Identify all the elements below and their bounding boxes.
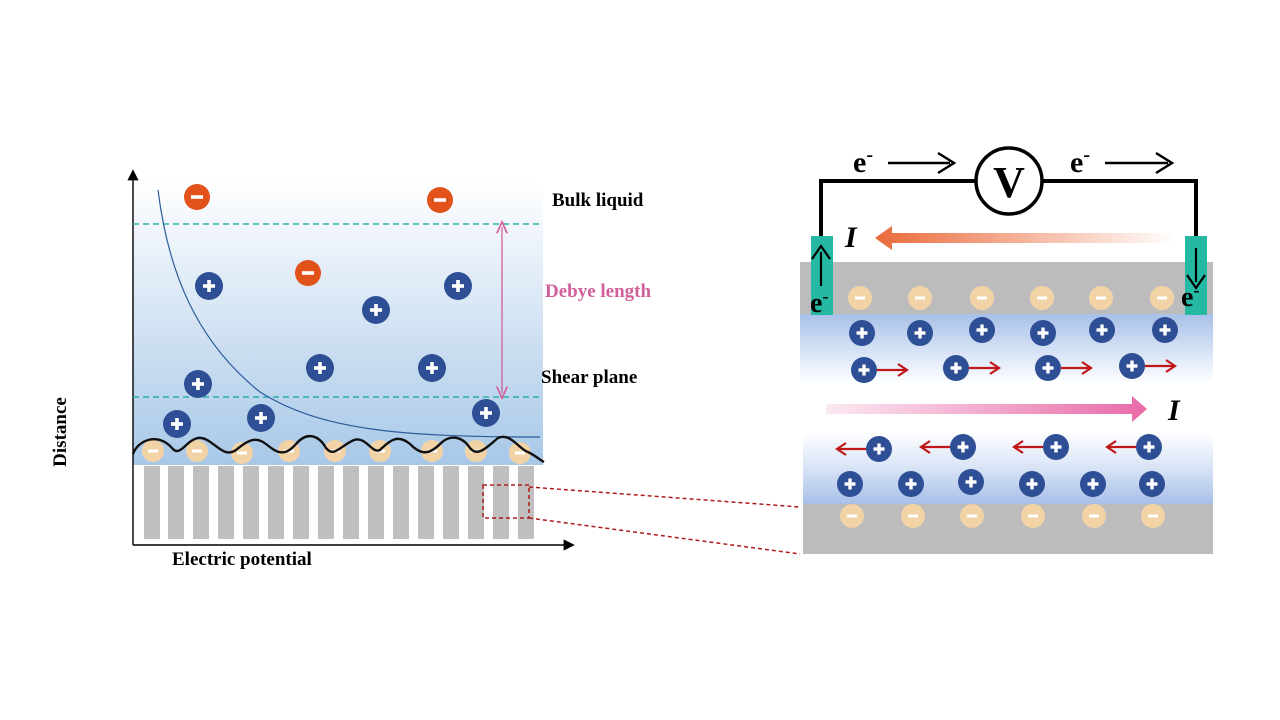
- electron-flow-arrowhead-top-right: [1155, 151, 1175, 175]
- anions: [184, 184, 453, 286]
- left-panel: Bulk liquid Debye length Shear plane Ele…: [50, 169, 801, 570]
- electron-label-right-electrode: e-: [1181, 280, 1199, 313]
- electron-label-top-left: e-: [853, 144, 873, 179]
- label-shear-plane: Shear plane: [541, 367, 637, 388]
- surface-charges: [142, 440, 531, 464]
- cations: [163, 272, 500, 438]
- electrode-arrowhead-left: [811, 244, 831, 260]
- bottom-channel-cations: [837, 469, 1165, 497]
- label-bulk-liquid: Bulk liquid: [552, 190, 644, 211]
- axis-label-electric-potential: Electric potential: [172, 549, 312, 570]
- electron-label-top-right: e-: [1070, 144, 1090, 179]
- pillar-array: [144, 466, 534, 539]
- potential-decay-curve: [157, 189, 541, 438]
- zoom-guide-bottom: [528, 517, 801, 555]
- top-wall-surface-charges: [848, 286, 1174, 310]
- stern-layer-wave: [131, 435, 545, 464]
- zoom-guide-top: [528, 486, 801, 508]
- current-symbol-middle: I: [1167, 394, 1181, 427]
- electron-flow-arrowhead-top-left: [937, 151, 957, 175]
- current-arrow-middle: [826, 396, 1147, 422]
- electrode-arrowhead-right: [1186, 274, 1206, 290]
- voltmeter-symbol: V: [993, 158, 1025, 207]
- zoom-box: [482, 484, 530, 519]
- axis-label-distance: Distance: [50, 397, 71, 467]
- label-debye-length: Debye length: [545, 281, 652, 302]
- current-symbol-top: I: [844, 221, 858, 254]
- top-channel-moving-cations: [851, 353, 1177, 383]
- right-panel: V e- e- e- e- I: [800, 144, 1213, 554]
- electron-label-left-electrode: e-: [810, 286, 828, 319]
- circuit-wire: [819, 179, 1198, 236]
- bottom-channel-moving-cations: [835, 434, 1162, 462]
- current-arrow-top: [875, 226, 1176, 250]
- bottom-wall-surface-charges: [840, 504, 1165, 528]
- voltmeter-icon: [974, 146, 1044, 216]
- top-channel-cations: [849, 317, 1178, 346]
